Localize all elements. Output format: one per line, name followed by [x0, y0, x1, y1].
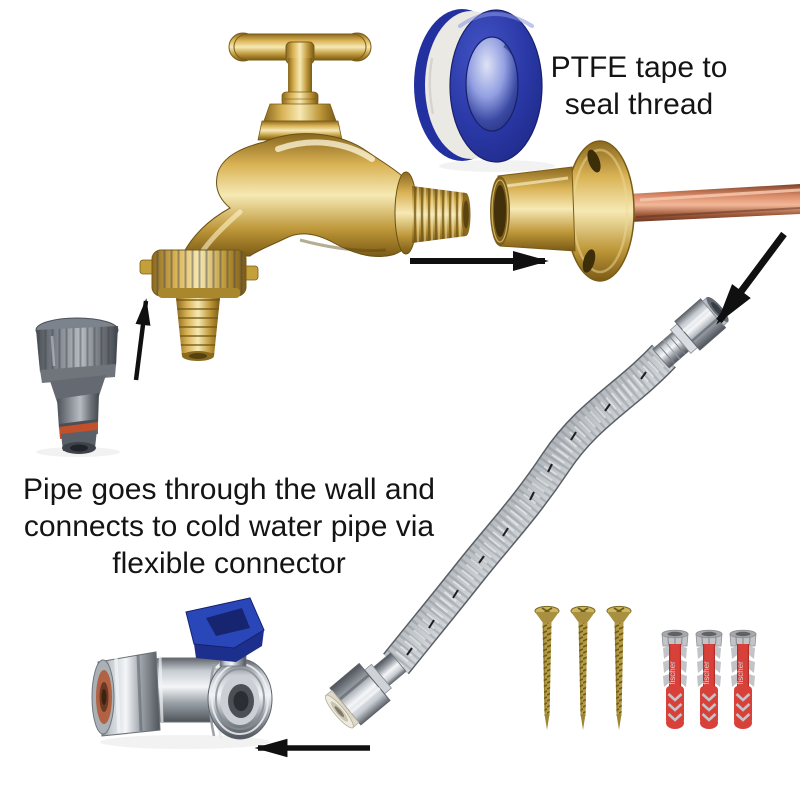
brass-tap [139, 32, 471, 361]
braid-flecks [406, 371, 647, 656]
ptfe-caption-line2: seal thread [564, 88, 714, 121]
check-valve [91, 597, 273, 740]
wall-plugs [660, 628, 758, 731]
assembly-arrows [133, 231, 787, 758]
tap-stem [288, 58, 312, 98]
wall-caption-line3: flexible connector [112, 547, 346, 580]
screws [534, 605, 632, 731]
copper-pipe [628, 184, 800, 222]
tap-threaded-outlet [412, 186, 471, 243]
wall-plug-1 [660, 628, 690, 731]
shadows [36, 160, 555, 749]
valve-outlet [207, 658, 273, 740]
pipe-socket [490, 166, 576, 252]
valve-handle [185, 597, 265, 662]
wall-plug-2 [694, 628, 724, 731]
wall-flange [565, 140, 635, 282]
wall-caption: Pipe goes through the wall and connects … [12, 471, 446, 582]
flexible-connector [324, 296, 729, 729]
arrow-diagonal-icon [716, 231, 787, 325]
valve-compression-nut [91, 651, 161, 737]
arrow-up-icon [133, 298, 151, 381]
wall-plug-3 [728, 628, 758, 731]
screw-2 [570, 605, 596, 731]
wall-caption-line1: Pipe goes through the wall and [23, 473, 435, 506]
wall-plate-and-pipe [490, 140, 800, 282]
screw-1 [534, 605, 560, 731]
ptfe-caption: PTFE tape to seal thread [538, 49, 740, 123]
hex-nut-bottom [324, 652, 407, 729]
wall-caption-line2: connects to cold water pipe via [23, 510, 435, 543]
hose-connector [35, 317, 119, 454]
ptfe-tape-roll [414, 9, 543, 163]
ptfe-caption-line1: PTFE tape to [550, 51, 728, 84]
screw-3 [606, 605, 632, 731]
tap-hose-union [139, 249, 259, 361]
tap-body [181, 133, 412, 257]
